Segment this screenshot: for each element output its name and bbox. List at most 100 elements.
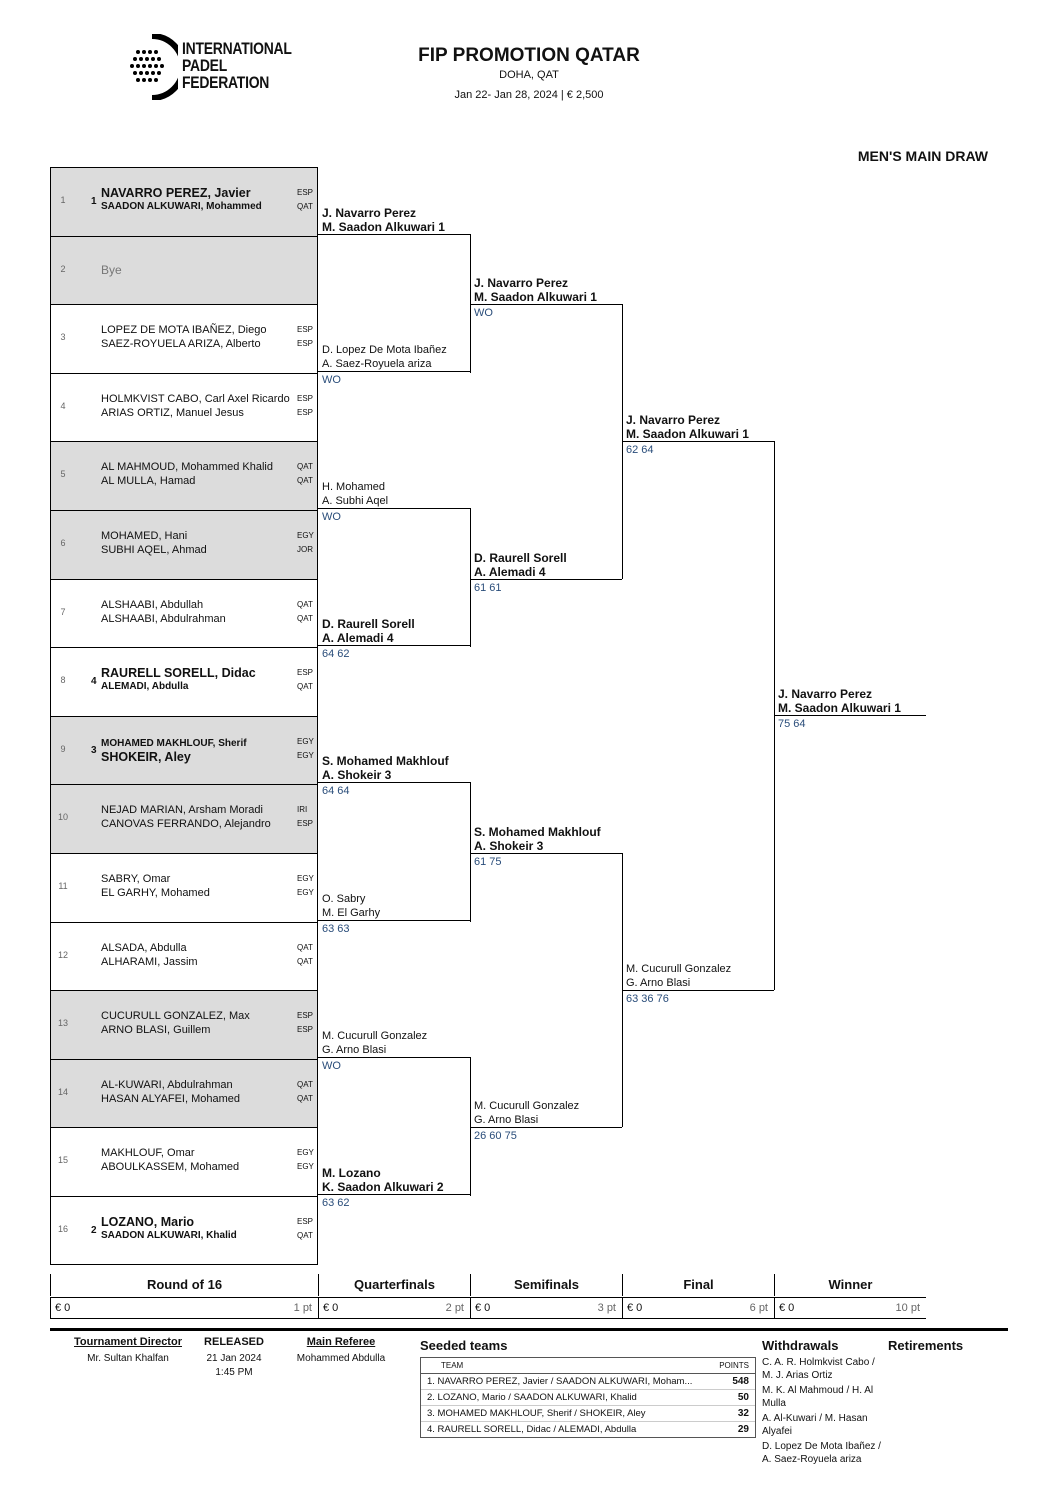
winner-name: J. Navarro Perez [322,205,417,220]
player-name: AL-KUWARI, Abdulrahman [101,1078,233,1091]
slot-number: 6 [60,538,66,548]
seeded-points: 50 [737,1392,749,1403]
player-nation: EGY [297,736,314,746]
bracket-line [318,782,470,784]
player-name: SAEZ-ROYUELA ARIZA, Alberto [101,338,261,351]
bracket-line [318,1194,470,1195]
slot-number: 12 [57,949,68,960]
round-name: Round of 16 [50,1274,318,1296]
player-nation: QAT [297,462,313,472]
bracket-line [622,441,774,443]
seeded-row: 4. RAURELL SORELL, Didac / ALEMADI, Abdu… [421,1422,755,1437]
player-name: AL MULLA, Hamad [101,475,196,488]
withdrawals-list: C. A. R. Holmkvist Cabo / M. J. Arias Or… [762,1356,882,1468]
logo-line: INTERNATIONAL [182,39,292,58]
player-name: MOHAMED, Hani [101,530,188,542]
player-name: ARIAS ORTIZ, Manuel Jesus [101,406,244,419]
player-name: HASAN ALYAFEI, Mohamed [101,1092,240,1105]
seeded-row: 3. MOHAMED MAKHLOUF, Sherif / SHOKEIR, A… [421,1406,755,1422]
player-nation: ESP [297,393,314,403]
round-name: Quarterfinals [318,1274,470,1296]
winner-name: A. Shokeir 3 [322,768,392,783]
slot-number: 13 [57,1018,68,1029]
seed-number: 1 [91,196,97,207]
round-name: Winner [774,1274,926,1296]
withdrawal-item: A. Al-Kuwari / M. Hasan Alyafei [762,1413,868,1437]
player-name: CUCURULL GONZALEZ, Max [101,1010,250,1023]
winner-name: A. Saez-Royuela ariza [322,357,432,370]
seeded-teams-table: TEAM POINTS 1. NAVARRO PEREZ, Javier / S… [420,1357,756,1438]
player-nation: ESP [297,668,314,678]
player-name: CANOVAS FERRANDO, Alejandro [101,818,271,831]
winner-name: D. Raurell Sorell [474,550,567,565]
seed-number: 4 [91,676,97,688]
winner-name: S. Mohamed Makhlouf [322,754,449,769]
match-score: 63 36 76 [626,993,669,1006]
player-name: NEJAD MARIAN, Arsham Moradi [101,804,263,817]
winner-name: J. Navarro Perez [626,413,721,428]
match-score: WO [322,373,341,386]
winner-name: A. Alemadi 4 [474,564,546,579]
winner-name: M. El Garhy [322,906,381,919]
winner-name: M. Lozano [322,1166,381,1180]
player-name: RAURELL SORELL, Didac [101,666,256,681]
seeded-points: 29 [737,1424,749,1435]
player-name: HOLMKVIST CABO, Carl Axel Ricardo [101,392,290,405]
seed-number: 2 [91,1225,97,1236]
player-nation: QAT [297,1231,313,1240]
seeded-teams-heading: Seeded teams [420,1338,508,1353]
champion-name: M. Saadon Alkuwari 1 [778,700,901,715]
match-score: 64 64 [322,785,350,798]
player-nation: EGY [297,1148,314,1158]
match-score: 63 62 [322,1197,350,1209]
tournament-title: FIP PROMOTION QATAR [418,45,640,66]
winner-name: M. Saadon Alkuwari 1 [626,427,749,442]
seed-number: 3 [91,744,97,756]
round-points: 2 pt [445,1302,464,1314]
bracket-line [470,782,471,920]
player-nation: QAT [297,682,313,692]
withdrawal-item: C. A. R. Holmkvist Cabo / M. J. Arias Or… [762,1357,875,1381]
player-nation: IRI [297,805,308,815]
slot-number: 1 [60,195,66,205]
withdrawal-item: D. Lopez De Mota Ibañez / A. Saez-Royuel… [762,1441,881,1465]
tournament-dates-prize: Jan 22- Jan 28, 2024 | € 2,500 [454,89,604,101]
retirements-heading: Retirements [888,1338,964,1353]
seeded-team: 3. MOHAMED MAKHLOUF, Sherif / SHOKEIR, A… [427,1408,646,1419]
match-score: 61 61 [474,581,502,594]
round-money: € 0 [627,1302,643,1314]
round-points: 3 pt [597,1302,616,1314]
round-points: 1 pt [293,1302,312,1314]
slot-number: 2 [60,263,66,274]
draw-slot: 2 Bye [50,235,318,306]
match-score: 63 63 [322,922,350,935]
bracket-line [318,508,470,509]
logo-line: PADEL [182,56,227,75]
seeded-row: 1. NAVARRO PEREZ, Javier / SAADON ALKUWA… [421,1374,755,1390]
round-name: Final [622,1274,774,1296]
player-nation: EGY [297,874,314,883]
seeded-points: 548 [732,1376,749,1387]
winner-name: H. Mohamed [322,481,385,493]
player-nation: QAT [297,942,313,952]
bye-label: Bye [101,262,122,277]
round-name: Semifinals [470,1274,622,1296]
winner-name: M. Cucurull Gonzalez [626,963,732,976]
winner-name: K. Saadon Alkuwari 2 [322,1180,444,1194]
player-nation: QAT [297,956,313,966]
player-nation: EGY [297,888,314,897]
slot-number: 14 [57,1086,68,1097]
player-nation: EGY [297,531,314,540]
winner-name: M. Saadon Alkuwari 1 [474,290,597,305]
